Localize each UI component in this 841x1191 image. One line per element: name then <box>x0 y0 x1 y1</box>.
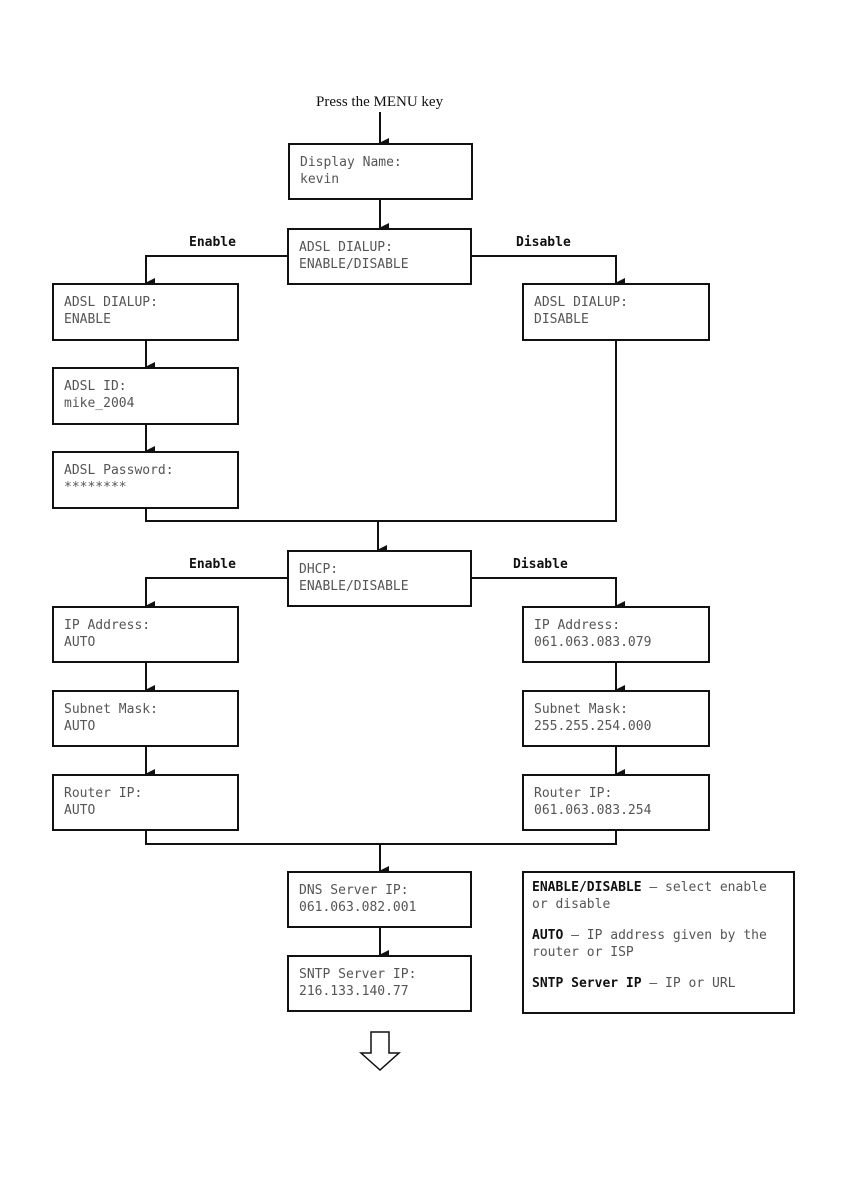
adsl-password-title: ADSL Password: <box>64 463 174 478</box>
mask-static-box: Subnet Mask: 255.255.254.000 <box>522 690 710 747</box>
adsl-disable-title: ADSL DIALUP: <box>534 295 628 310</box>
dns-title: DNS Server IP: <box>299 883 409 898</box>
arrow-adsl-disable-branch <box>472 255 625 288</box>
router-auto-value: AUTO <box>64 803 96 818</box>
dhcp-box: DHCP: ENABLE/DISABLE <box>287 550 472 607</box>
router-static-value: 061.063.083.254 <box>534 803 652 818</box>
dhcp-disable-label: Disable <box>513 557 568 572</box>
mask-auto-title: Subnet Mask: <box>64 702 158 717</box>
adsl-enable-label: Enable <box>189 235 236 250</box>
dhcp-enable-label: Enable <box>189 557 236 572</box>
dhcp-title: DHCP: <box>299 562 339 577</box>
adsl-id-title: ADSL ID: <box>64 379 127 394</box>
mask-auto-value: AUTO <box>64 719 96 734</box>
dns-value: 061.063.082.001 <box>299 900 417 915</box>
adsl-disable-box: ADSL DIALUP: DISABLE <box>522 283 710 341</box>
dns-box: DNS Server IP: 061.063.082.001 <box>287 871 472 928</box>
line-router-merge <box>145 831 617 845</box>
adsl-disable-label: Disable <box>516 235 571 250</box>
legend-item-enable-disable: ENABLE/DISABLE – select enable or disabl… <box>532 879 785 913</box>
display-name-box: Display Name: kevin <box>288 143 473 200</box>
legend-box: ENABLE/DISABLE – select enable or disabl… <box>522 871 795 1014</box>
adsl-enable-value: ENABLE <box>64 312 111 327</box>
ip-auto-box: IP Address: AUTO <box>52 606 239 663</box>
ip-static-title: IP Address: <box>534 618 621 633</box>
legend-desc: – IP or URL <box>641 976 736 991</box>
adsl-disable-value: DISABLE <box>534 312 589 327</box>
ip-auto-title: IP Address: <box>64 618 151 633</box>
adsl-id-value: mike_2004 <box>64 396 135 411</box>
legend-term: AUTO <box>532 928 564 943</box>
sntp-box: SNTP Server IP: 216.133.140.77 <box>287 955 472 1012</box>
router-auto-title: Router IP: <box>64 786 143 801</box>
legend-desc: – IP address given by the router or ISP <box>532 928 767 960</box>
sntp-title: SNTP Server IP: <box>299 967 417 982</box>
legend-desc: – select enable or disable <box>532 880 767 912</box>
sntp-value: 216.133.140.77 <box>299 984 409 999</box>
display-name-value: kevin <box>300 172 340 187</box>
router-static-title: Router IP: <box>534 786 613 801</box>
arrow-dhcp-enable-branch <box>145 577 287 611</box>
line-password-merge <box>145 341 617 522</box>
mask-static-value: 255.255.254.000 <box>534 719 652 734</box>
legend-term: ENABLE/DISABLE <box>532 880 642 895</box>
ip-static-value: 061.063.083.079 <box>534 635 652 650</box>
legend-item-sntp: SNTP Server IP – IP or URL <box>532 975 785 992</box>
adsl-enable-title: ADSL DIALUP: <box>64 295 158 310</box>
adsl-enable-box: ADSL DIALUP: ENABLE <box>52 283 239 341</box>
continue-down-arrow <box>359 1031 401 1072</box>
start-label: Press the MENU key <box>316 94 444 110</box>
legend-item-auto: AUTO – IP address given by the router or… <box>532 927 785 961</box>
arrow-adsl-enable-branch <box>145 255 287 288</box>
ip-auto-value: AUTO <box>64 635 96 650</box>
mask-static-title: Subnet Mask: <box>534 702 628 717</box>
router-auto-box: Router IP: AUTO <box>52 774 239 831</box>
mask-auto-box: Subnet Mask: AUTO <box>52 690 239 747</box>
adsl-dialup-box: ADSL DIALUP: ENABLE/DISABLE <box>287 228 472 285</box>
adsl-id-box: ADSL ID: mike_2004 <box>52 367 239 425</box>
adsl-dialup-title: ADSL DIALUP: <box>299 240 393 255</box>
arrow-dhcp-disable-branch <box>472 577 625 611</box>
dhcp-value: ENABLE/DISABLE <box>299 579 409 594</box>
adsl-dialup-value: ENABLE/DISABLE <box>299 257 409 272</box>
adsl-password-value: ******** <box>64 480 127 495</box>
router-static-box: Router IP: 061.063.083.254 <box>522 774 710 831</box>
adsl-password-box: ADSL Password: ******** <box>52 451 239 509</box>
ip-static-box: IP Address: 061.063.083.079 <box>522 606 710 663</box>
display-name-title: Display Name: <box>300 155 402 170</box>
legend-term: SNTP Server IP <box>532 976 642 991</box>
